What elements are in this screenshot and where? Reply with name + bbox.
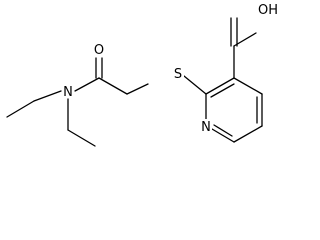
atom-label-hydroxyl: OH: [258, 3, 278, 18]
bond-c2-c3-inner: [210, 83, 235, 98]
atom-label-amide-nitrogen: N: [63, 85, 73, 100]
pyridine-fragment: [183, 17, 263, 143]
chemical-structure: O N S OH N: [6, 1, 285, 147]
bond-n-carbonyl-c: [74, 77, 100, 92]
atom-label-pyridine-nitrogen: N: [201, 120, 211, 135]
bond-c6-n1: [211, 128, 235, 143]
bond-c2-c3: [205, 77, 235, 95]
bond-ethyl1-ch3-ch2: [6, 100, 35, 118]
bond-c3-c4: [233, 77, 263, 95]
bond-c6-n1-inner: [213, 124, 233, 137]
atom-labels: O N S OH N: [62, 1, 285, 135]
bond-cooh-c-oh: [233, 32, 257, 47]
atom-label-sulfur: S: [174, 67, 182, 82]
bond-c5-c6: [233, 125, 263, 143]
bond-ethyl1-ch2-n: [33, 90, 62, 102]
bond-s-c2: [183, 75, 207, 95]
atom-label-carbonyl-oxygen: O: [94, 43, 104, 58]
bond-ch2-s: [126, 83, 149, 95]
diethylamide-fragment: [6, 57, 149, 147]
bond-ethyl2-ch2-ch3: [67, 129, 96, 147]
bond-carbonyl-c-ch2: [98, 77, 128, 95]
